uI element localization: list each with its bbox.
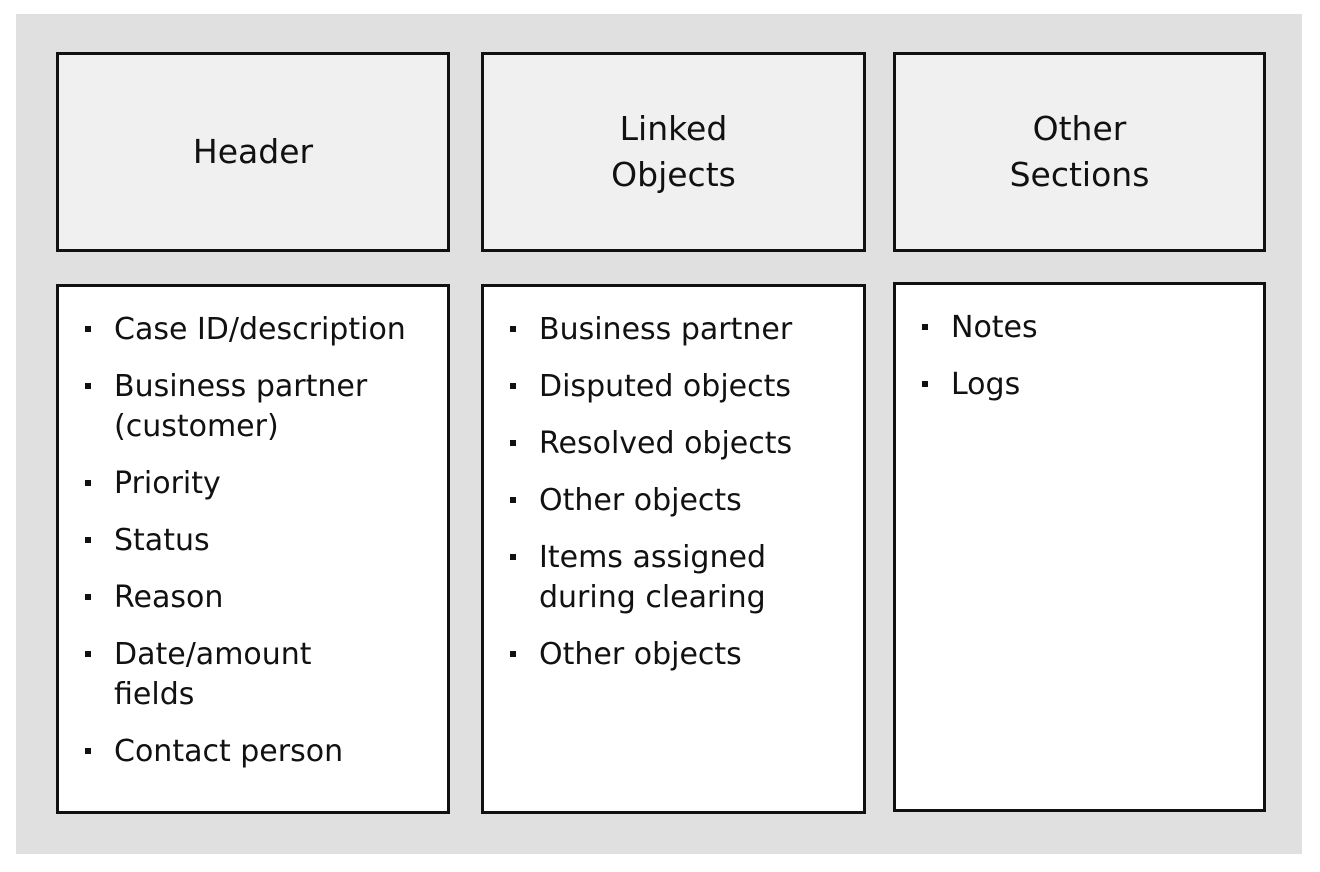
list-item: Other objects	[484, 635, 863, 675]
list-item: Business partner	[484, 310, 863, 350]
bullet-icon	[510, 383, 516, 389]
bullet-icon	[922, 324, 928, 330]
bullet-icon	[510, 326, 516, 332]
bullet-icon	[85, 480, 91, 486]
bullet-icon	[85, 594, 91, 600]
list-item: Disputed objects	[484, 367, 863, 407]
list-item: Logs	[896, 365, 1263, 405]
header-fields-list: Case ID/description Business partner (cu…	[59, 310, 447, 789]
list-item: Status	[59, 521, 447, 561]
list-item: Other objects	[484, 481, 863, 521]
list-item: Items assigned during clearing	[484, 538, 863, 618]
linked-objects-list: Business partner Disputed objects Resolv…	[484, 310, 863, 692]
bullet-icon	[510, 497, 516, 503]
list-item: Business partner (customer)	[59, 367, 447, 447]
bullet-icon	[85, 651, 91, 657]
list-item: Contact person	[59, 732, 447, 772]
bullet-icon	[85, 383, 91, 389]
list-item: Priority	[59, 464, 447, 504]
other-sections-fields-box: Notes Logs	[893, 282, 1266, 812]
list-item: Reason	[59, 578, 447, 618]
diagram-background: Header Case ID/description Business part…	[16, 14, 1302, 854]
list-item: Date/amount fields	[59, 635, 447, 715]
list-item: Case ID/description	[59, 310, 447, 350]
bullet-icon	[510, 651, 516, 657]
other-sections-title: Other Sections	[1009, 109, 1150, 194]
other-sections-list: Notes Logs	[896, 308, 1263, 422]
bullet-icon	[922, 381, 928, 387]
bullet-icon	[85, 537, 91, 543]
bullet-icon	[510, 440, 516, 446]
linked-objects-section-fields-box: Business partner Disputed objects Resolv…	[481, 284, 866, 814]
other-sections-title-box: Other Sections	[893, 52, 1266, 252]
linked-objects-section-title: Linked Objects	[611, 109, 736, 194]
header-section-title-box: Header	[56, 52, 450, 252]
bullet-icon	[85, 326, 91, 332]
header-section-fields-box: Case ID/description Business partner (cu…	[56, 284, 450, 814]
bullet-icon	[85, 748, 91, 754]
list-item: Resolved objects	[484, 424, 863, 464]
bullet-icon	[510, 554, 516, 560]
header-section-title: Header	[192, 132, 314, 171]
list-item: Notes	[896, 308, 1263, 348]
linked-objects-section-title-box: Linked Objects	[481, 52, 866, 252]
